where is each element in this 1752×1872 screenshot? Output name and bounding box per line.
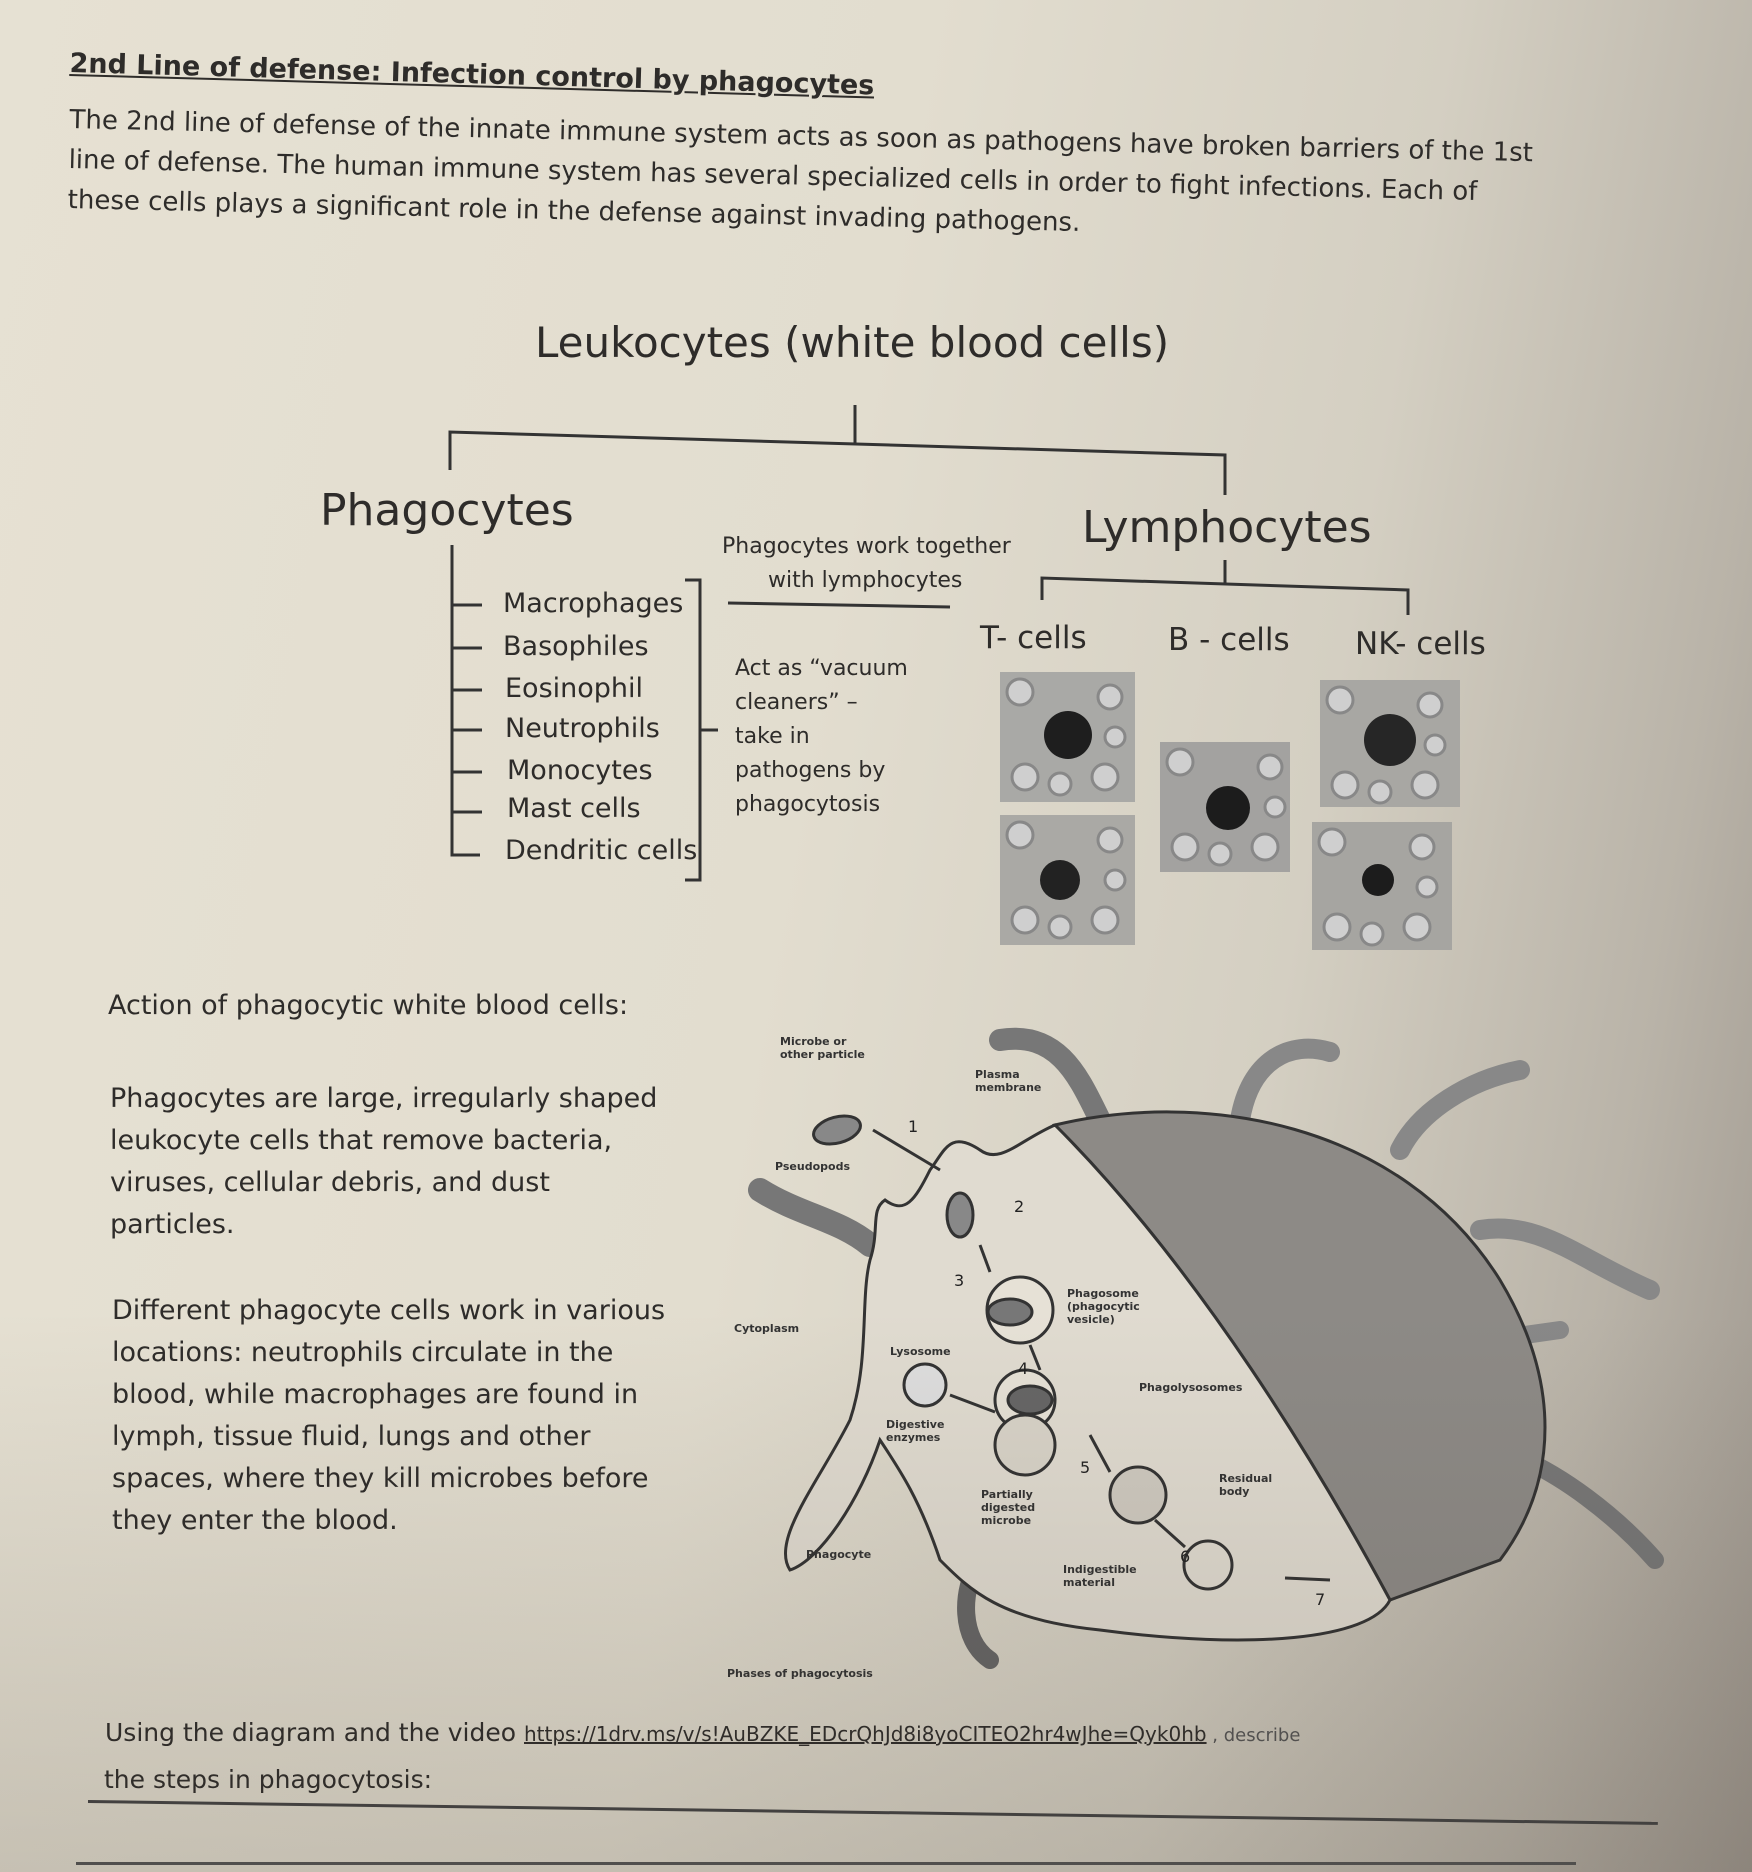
lysosome xyxy=(902,1362,948,1408)
label-pseudopods: Pseudopods xyxy=(775,1160,850,1173)
nk-cell-image-1 xyxy=(1320,680,1460,807)
action-paragraph-1: Phagocytes are large, irregularly shaped… xyxy=(110,1078,657,1246)
label-phagocyte: Phagocyte xyxy=(806,1548,871,1561)
label-phagolysosomes: Phagolysosomes xyxy=(1139,1381,1243,1394)
engulfed-microbe xyxy=(945,1191,975,1239)
para-line: leukocyte cells that remove bacteria, xyxy=(110,1125,613,1156)
diagram-caption: Phases of phagocytosis xyxy=(727,1667,873,1680)
video-link[interactable]: https://1drv.ms/v/s!AuBZKE_EDcrQhJd8i8yo… xyxy=(524,1722,1207,1746)
action-paragraph-2: Different phagocyte cells work in variou… xyxy=(112,1290,665,1542)
note-vacuum: Act as “vacuum cleaners” – take in patho… xyxy=(735,652,908,822)
lymphocytes-label: Lymphocytes xyxy=(1082,502,1372,553)
para-line: Different phagocyte cells work in variou… xyxy=(112,1295,666,1326)
phagocyte-cytoplasm xyxy=(783,1123,1392,1642)
question-line-2: the steps in phagocytosis: xyxy=(104,1765,433,1794)
para-line: viruses, cellular debris, and dust xyxy=(110,1167,550,1198)
phagocyte-type: Macrophages xyxy=(503,588,684,619)
label-cytoplasm: Cytoplasm xyxy=(734,1322,799,1335)
phagosome-microbe xyxy=(986,1297,1034,1327)
step-number: 3 xyxy=(954,1271,964,1290)
root-branch xyxy=(448,430,1227,495)
b-cells-label: B - cells xyxy=(1168,622,1290,658)
nk-cell-image-2 xyxy=(1312,822,1452,950)
question-line-1: Using the diagram and the video https://… xyxy=(105,1718,1300,1747)
phagocyte-type: Eosinophil xyxy=(505,673,644,704)
para-line: blood, while macrophages are found in xyxy=(112,1379,639,1410)
tree-root-label: Leukocytes (white blood cells) xyxy=(535,318,1170,367)
b-cell-image xyxy=(1160,742,1290,872)
para-line: locations: neutrophils circulate in the xyxy=(112,1337,614,1368)
together-arrow xyxy=(727,601,951,609)
phagocyte-type: Dendritic cells xyxy=(505,835,698,866)
note-line: with lymphocytes xyxy=(768,568,963,593)
phagocyte-type: Monocytes xyxy=(507,755,653,786)
residual-body xyxy=(1108,1465,1168,1525)
step-number: 2 xyxy=(1014,1197,1024,1216)
step-number: 1 xyxy=(908,1117,918,1136)
step-arrows xyxy=(872,1128,1331,1582)
phagocyte-type: Mast cells xyxy=(507,793,641,824)
nk-cells-label: NK- cells xyxy=(1355,626,1486,662)
phagocyte-type: Basophiles xyxy=(503,631,649,662)
step-number: 7 xyxy=(1315,1590,1325,1609)
note-line: Phagocytes work together xyxy=(722,534,1011,559)
step-number: 4 xyxy=(1018,1359,1028,1378)
t-cell-image-2 xyxy=(1000,815,1135,945)
para-line: lymph, tissue fluid, lungs and other xyxy=(112,1421,591,1452)
note-line: pathogens by xyxy=(735,758,886,783)
label-lysosome: Lysosome xyxy=(890,1345,951,1358)
t-cells-label: T- cells xyxy=(980,620,1087,656)
para-line: spaces, where they kill microbes before xyxy=(112,1463,649,1494)
note-line: Act as “vacuum xyxy=(735,656,908,681)
pseudopod xyxy=(989,1027,1111,1131)
question-text: Using the diagram and the video xyxy=(105,1718,524,1747)
answer-line[interactable] xyxy=(76,1862,1576,1865)
para-line: particles. xyxy=(110,1209,235,1240)
action-heading: Action of phagocytic white blood cells: xyxy=(108,990,629,1021)
microbe xyxy=(812,1114,862,1146)
step-number: 6 xyxy=(1180,1547,1190,1566)
step-number: 5 xyxy=(1080,1458,1090,1477)
phagocytes-label: Phagocytes xyxy=(320,485,574,536)
note-line: phagocytosis xyxy=(735,792,881,817)
question-text: , describe xyxy=(1206,1725,1301,1746)
t-cell-image-1 xyxy=(1000,672,1135,802)
note-line: cleaners” – xyxy=(735,690,858,715)
step-numbers: 1 2 3 4 5 6 7 xyxy=(908,1117,1325,1609)
note-line: take in xyxy=(735,724,810,749)
para-line: they enter the blood. xyxy=(112,1505,398,1536)
para-line: Phagocytes are large, irregularly shaped xyxy=(110,1083,658,1114)
phagocyte-type: Neutrophils xyxy=(505,713,660,744)
note-together: Phagocytes work together with lymphocyte… xyxy=(722,530,1011,598)
